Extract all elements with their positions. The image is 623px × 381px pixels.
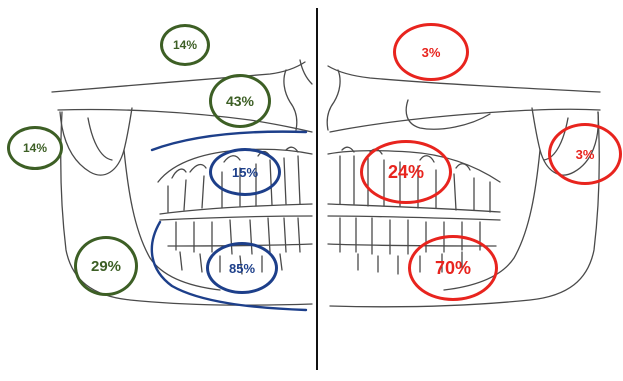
left-condylar-label: 14% [160, 24, 210, 66]
lower-teeth-label: 85% [206, 242, 278, 294]
left-angle-label: 29% [74, 236, 138, 296]
left-maxilla-label: 43% [209, 74, 271, 128]
right-lower-label: 70% [408, 235, 498, 301]
left-coronoid-label: 14% [7, 126, 63, 170]
right-maxilla-label: 3% [393, 23, 469, 81]
upper-dentoalveolar-outline [152, 132, 306, 150]
right-upper-label: 24% [360, 140, 452, 204]
right-ramus-label: 3% [548, 123, 622, 185]
upper-teeth-label: 15% [209, 148, 281, 196]
